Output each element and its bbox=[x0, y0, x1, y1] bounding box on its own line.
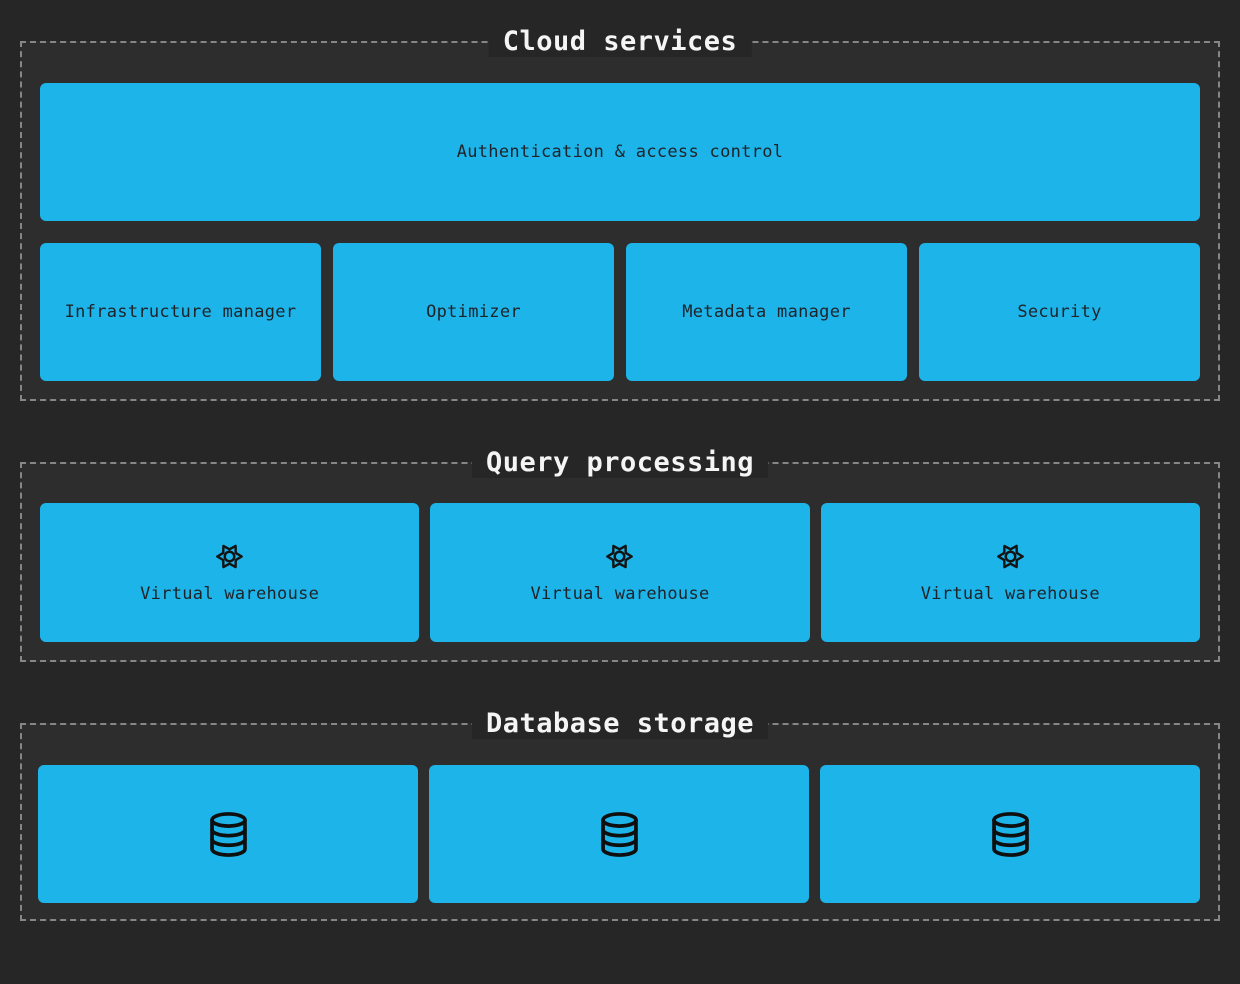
infrastructure-manager-box: Infrastructure manager bbox=[40, 243, 321, 381]
cloud-services-section: Cloud services Authentication & access c… bbox=[20, 25, 1220, 401]
warehouses-row: Virtual warehouse Virtual warehouse Virt… bbox=[40, 503, 1200, 642]
optimizer-box: Optimizer bbox=[333, 243, 614, 381]
cloud-services-row: Infrastructure manager Optimizer Metadat… bbox=[40, 243, 1200, 381]
virtual-warehouse-box: Virtual warehouse bbox=[430, 503, 810, 642]
metadata-manager-label: Metadata manager bbox=[682, 302, 851, 322]
gear-icon bbox=[606, 544, 634, 569]
authentication-access-control-box: Authentication & access control bbox=[40, 83, 1200, 221]
security-box: Security bbox=[919, 243, 1200, 381]
authentication-access-control-label: Authentication & access control bbox=[456, 142, 784, 162]
query-processing-title: Query processing bbox=[471, 446, 769, 478]
infrastructure-manager-label: Infrastructure manager bbox=[64, 302, 297, 322]
database-box bbox=[820, 765, 1200, 903]
database-box bbox=[38, 765, 418, 903]
gear-icon bbox=[216, 544, 244, 569]
database-box bbox=[429, 765, 809, 903]
virtual-warehouse-label: Virtual warehouse bbox=[140, 584, 320, 604]
databases-row bbox=[38, 765, 1200, 903]
virtual-warehouse-label: Virtual warehouse bbox=[530, 584, 710, 604]
database-storage-section: Database storage bbox=[20, 707, 1220, 921]
metadata-manager-box: Metadata manager bbox=[626, 243, 907, 381]
virtual-warehouse-label: Virtual warehouse bbox=[920, 584, 1100, 604]
virtual-warehouse-box: Virtual warehouse bbox=[820, 503, 1200, 642]
database-icon bbox=[991, 811, 1029, 857]
optimizer-label: Optimizer bbox=[426, 302, 521, 322]
query-processing-section: Query processing Virtual warehouse Virtu… bbox=[20, 446, 1220, 662]
gear-icon bbox=[996, 544, 1024, 569]
security-label: Security bbox=[1017, 302, 1102, 322]
virtual-warehouse-box: Virtual warehouse bbox=[40, 503, 420, 642]
cloud-services-title: Cloud services bbox=[488, 25, 752, 57]
database-icon bbox=[600, 811, 638, 857]
database-icon bbox=[209, 811, 247, 857]
database-storage-title: Database storage bbox=[471, 707, 769, 739]
